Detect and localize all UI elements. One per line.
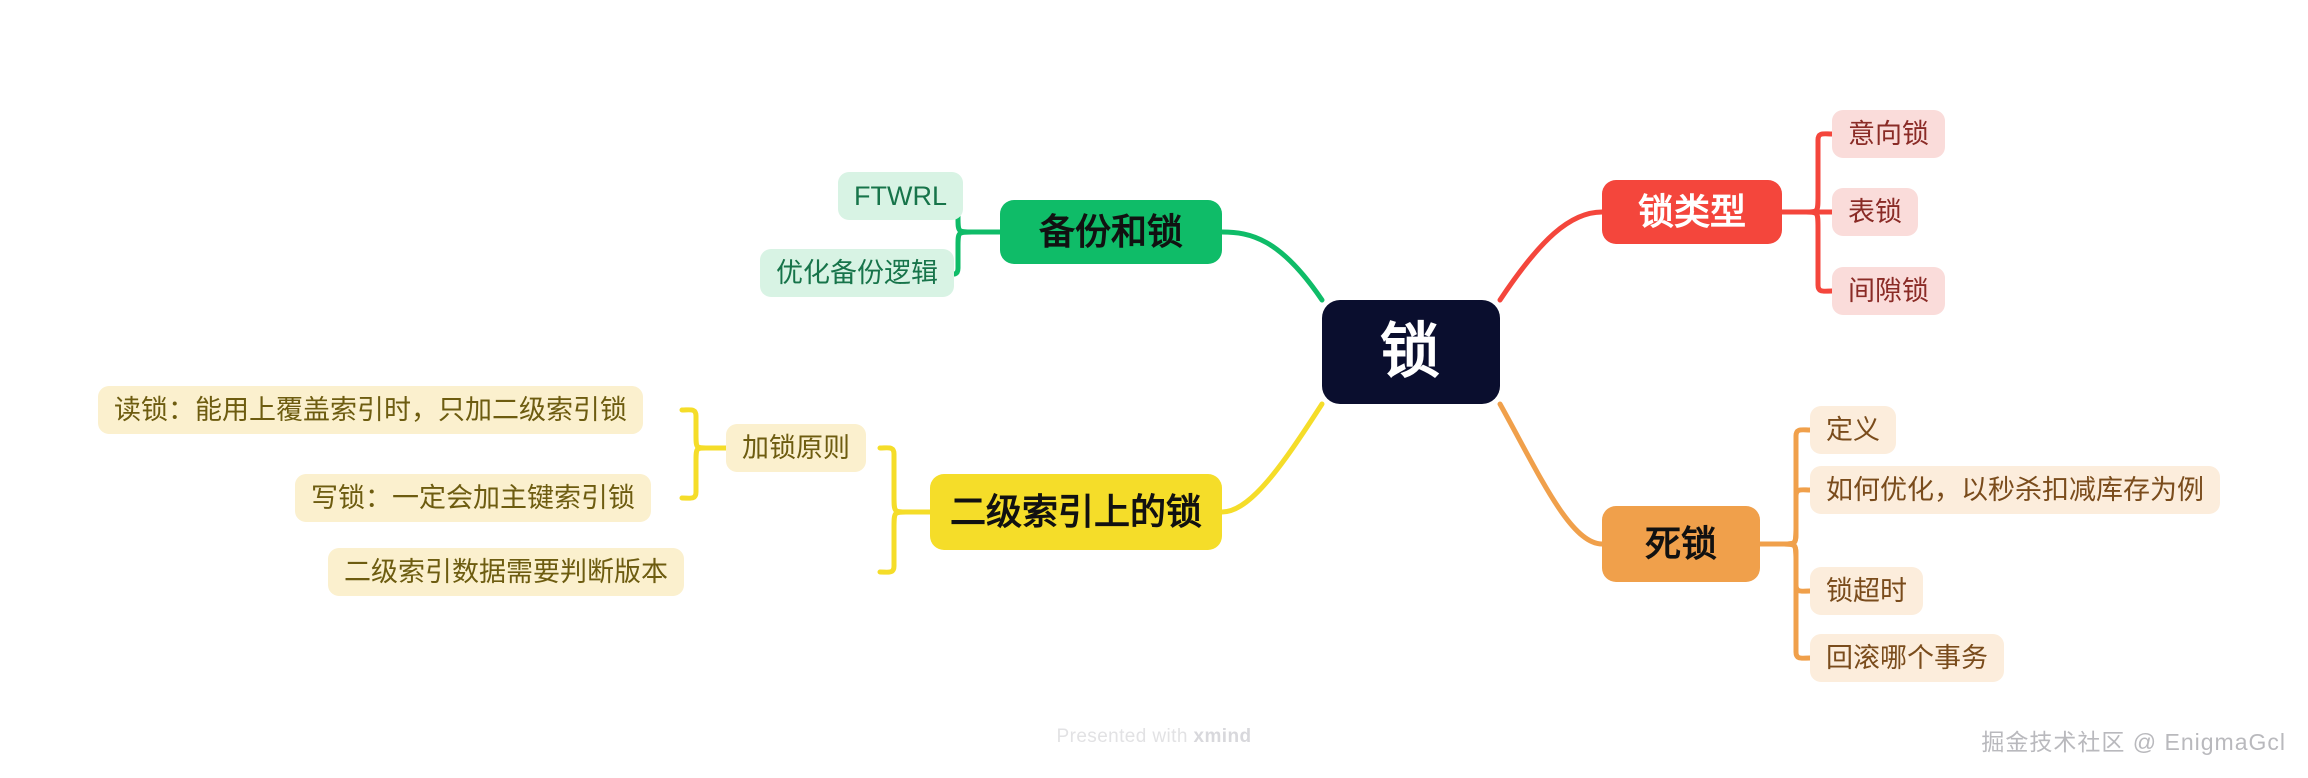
branch-node-deadlock-label: 死锁 [1644,523,1717,564]
branch-node-deadlock[interactable]: 死锁 [1602,506,1760,582]
branch-node-backup-and-lock-label: 备份和锁 [1038,211,1183,252]
leaf-node-write-lock-rule-label: 写锁：一定会加主键索引锁 [311,482,635,513]
xmind-brand: xmind [1193,726,1252,747]
leaf-node-lock-timeout[interactable]: 锁超时 [1810,567,1923,615]
branch-node-secondary-index-lock-label: 二级索引上的锁 [949,491,1202,532]
leaf-node-locking-principles-label: 加锁原则 [742,432,850,463]
leaf-node-read-lock-rule-label: 读锁：能用上覆盖索引时，只加二级索引锁 [114,394,627,425]
leaf-node-secondary-index-version-check-label: 二级索引数据需要判断版本 [344,556,668,587]
leaf-node-optimize-backup-logic[interactable]: 优化备份逻辑 [760,249,954,297]
leaf-node-deadlock-definition[interactable]: 定义 [1810,406,1896,454]
branch-node-lock-types[interactable]: 锁类型 [1602,180,1782,244]
leaf-node-table-lock-label: 表锁 [1848,196,1902,227]
author-watermark: 掘金技术社区 @ EnigmaGcl [1981,729,2286,755]
leaf-node-gap-lock[interactable]: 间隙锁 [1832,267,1945,315]
root-node-label: 锁 [1380,318,1442,385]
leaf-node-intention-lock[interactable]: 意向锁 [1832,110,1945,158]
leaf-node-table-lock[interactable]: 表锁 [1832,188,1918,236]
leaf-node-read-lock-rule[interactable]: 读锁：能用上覆盖索引时，只加二级索引锁 [98,386,643,434]
leaf-node-deadlock-optimization-label: 如何优化，以秒杀扣减库存为例 [1826,474,2204,505]
leaf-node-write-lock-rule[interactable]: 写锁：一定会加主键索引锁 [295,474,651,522]
branch-node-backup-and-lock[interactable]: 备份和锁 [1000,200,1222,264]
branch-node-lock-types-label: 锁类型 [1637,191,1746,232]
branch-node-secondary-index-lock[interactable]: 二级索引上的锁 [930,474,1222,550]
leaf-node-lock-timeout-label: 锁超时 [1826,575,1907,606]
leaf-node-secondary-index-version-check[interactable]: 二级索引数据需要判断版本 [328,548,684,596]
leaf-node-gap-lock-label: 间隙锁 [1848,275,1929,306]
leaf-node-deadlock-optimization[interactable]: 如何优化，以秒杀扣减库存为例 [1810,466,2220,514]
root-node[interactable]: 锁 [1322,300,1500,404]
leaf-node-intention-lock-label: 意向锁 [1848,118,1929,149]
leaf-node-deadlock-definition-label: 定义 [1826,414,1880,445]
xmind-credit-prefix: Presented with [1056,726,1194,747]
leaf-node-optimize-backup-logic-label: 优化备份逻辑 [776,257,938,288]
xmind-credit: Presented with xmind [0,726,2308,748]
leaf-node-ftwrl-label: FTWRL [854,180,947,211]
leaf-node-locking-principles[interactable]: 加锁原则 [726,424,866,472]
leaf-node-rollback-transaction-label: 回滚哪个事务 [1826,642,1988,673]
leaf-node-rollback-transaction[interactable]: 回滚哪个事务 [1810,634,2004,682]
leaf-node-ftwrl[interactable]: FTWRL [838,172,963,220]
